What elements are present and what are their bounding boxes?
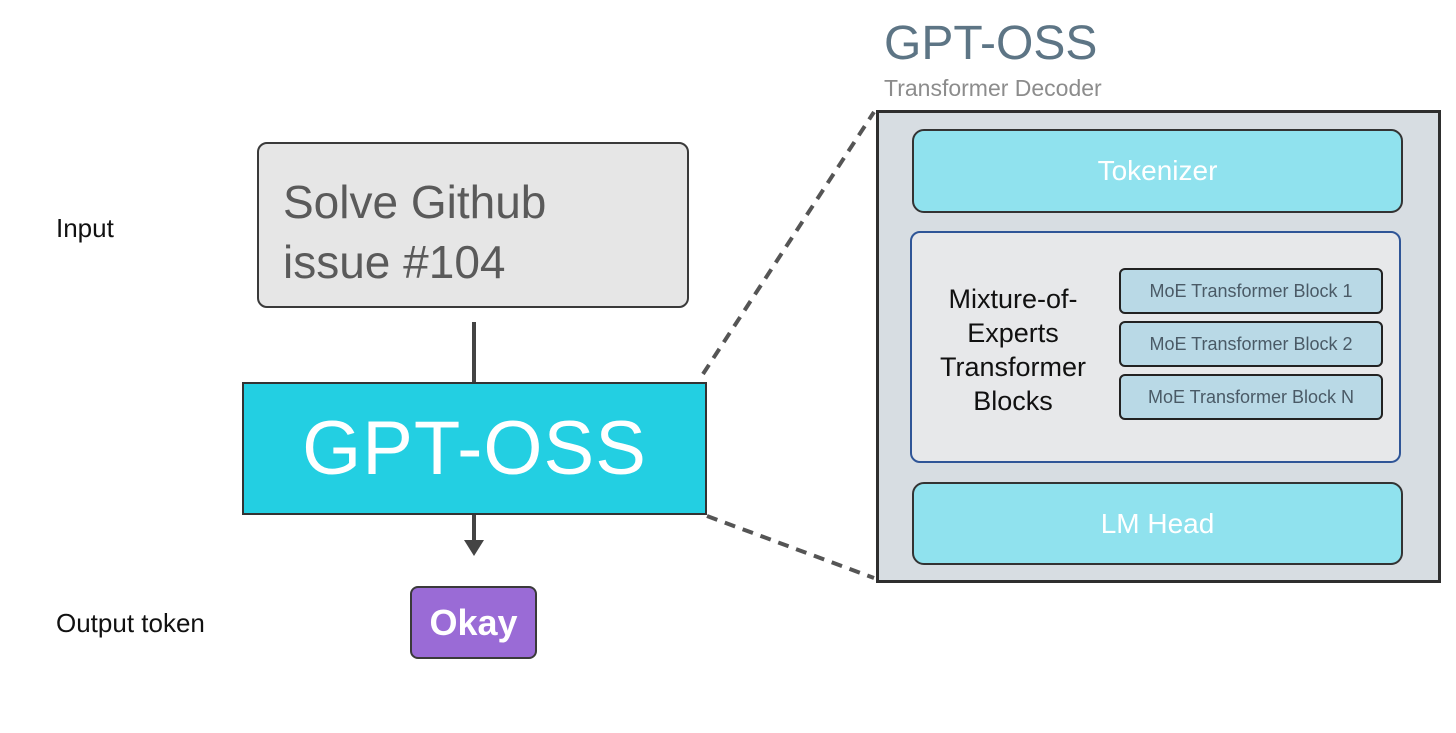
moe-block-1: MoE Transformer Block 1 (1119, 268, 1383, 314)
input-prompt-line-2: issue #104 (283, 236, 506, 288)
moe-group-title: Mixture-of- Experts Transformer Blocks (930, 282, 1096, 418)
output-token-box: Okay (410, 586, 537, 659)
moe-group-title-line-4: Blocks (973, 386, 1053, 416)
tokenizer-box: Tokenizer (912, 129, 1403, 213)
model-box: GPT-OSS (242, 382, 707, 515)
decoder-subtitle: Transformer Decoder (884, 75, 1102, 101)
moe-group-title-line-2: Experts (967, 318, 1059, 348)
input-label: Input (56, 213, 114, 243)
moe-group-title-line-1: Mixture-of- (948, 284, 1078, 314)
zoom-guide-upper (701, 110, 876, 376)
model-to-token-arrowhead (464, 540, 484, 556)
input-prompt-box: Solve Github issue #104 (257, 142, 689, 308)
moe-block-2: MoE Transformer Block 2 (1119, 321, 1383, 367)
moe-block-n: MoE Transformer Block N (1119, 374, 1383, 420)
zoom-guide-lower (706, 514, 875, 580)
decoder-title: GPT-OSS (884, 17, 1098, 70)
output-token-label: Output token (56, 608, 205, 638)
moe-group-title-line-3: Transformer (939, 352, 1087, 382)
input-prompt-line-1: Solve Github (283, 176, 547, 228)
lm-head-box: LM Head (912, 482, 1403, 565)
